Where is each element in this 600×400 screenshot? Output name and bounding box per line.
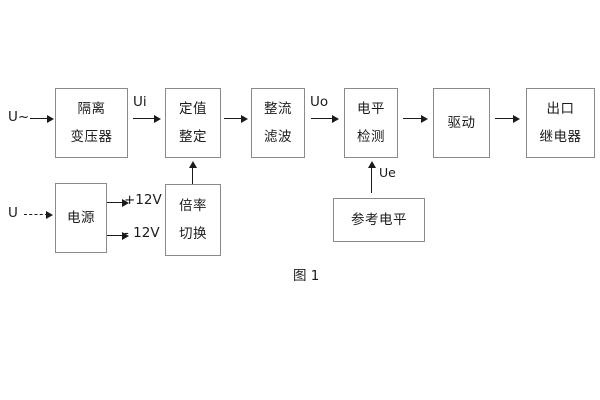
block-output-relay-line2: 继电器 [539, 129, 582, 145]
input-ac-label: U~ [8, 109, 30, 125]
arrow-input-dc-to-power-supply [24, 210, 54, 219]
block-output-relay: 出口 继电器 [526, 88, 595, 158]
block-rectify-filter: 整流 滤波 [251, 88, 305, 158]
arrow-rectify-filter-to-level-detection [311, 114, 341, 123]
block-level-detection-line1: 电平 [357, 100, 385, 117]
block-setting-value-line2: 整定 [179, 129, 207, 145]
signal-ue-label: Ue [379, 165, 396, 180]
arrow-level-detection-to-drive [403, 114, 429, 123]
arrow-input-ac-to-isolation-transformer [30, 114, 54, 123]
rail-positive-label: +12V [124, 192, 162, 208]
block-power-supply: 电源 [55, 183, 107, 253]
arrow-ratio-switch-to-setting-value [188, 161, 197, 184]
signal-uo-label: Uo [310, 94, 329, 110]
block-isolation-transformer-line1: 隔离 [77, 100, 106, 117]
block-ratio-switch-line2: 切换 [179, 226, 207, 242]
block-setting-value: 定值 整定 [165, 88, 221, 158]
block-drive: 驱动 [433, 88, 490, 158]
arrow-drive-to-output-relay [495, 114, 521, 123]
block-isolation-transformer: 隔离 变压器 [55, 88, 128, 158]
block-reference-level-line1: 参考电平 [351, 211, 407, 228]
block-rectify-filter-line2: 滤波 [264, 129, 292, 145]
figure-caption: 图 1 [293, 268, 320, 284]
signal-ui-label: Ui [133, 94, 147, 110]
arrow-setting-value-to-rectify-filter [224, 114, 248, 123]
block-output-relay-line1: 出口 [546, 100, 575, 117]
input-dc-label: U [8, 205, 18, 221]
block-reference-level: 参考电平 [333, 198, 425, 242]
block-ratio-switch-line1: 倍率 [179, 197, 207, 214]
arrow-rail-negative [107, 231, 129, 240]
arrow-rail-positive [107, 198, 129, 207]
block-setting-value-line1: 定值 [179, 100, 207, 117]
block-isolation-transformer-line2: 变压器 [70, 129, 113, 145]
block-drive-line1: 驱动 [447, 114, 476, 131]
arrow-reference-level-to-level-detection [367, 161, 376, 193]
arrow-isolation-transformer-to-setting-value [133, 114, 161, 123]
block-rectify-filter-line1: 整流 [264, 100, 292, 117]
block-level-detection-line2: 检测 [357, 129, 385, 145]
rail-negative-label: - 12V [124, 225, 160, 241]
block-power-supply-line1: 电源 [67, 209, 95, 226]
block-ratio-switch: 倍率 切换 [165, 184, 221, 256]
block-level-detection: 电平 检测 [344, 88, 398, 158]
